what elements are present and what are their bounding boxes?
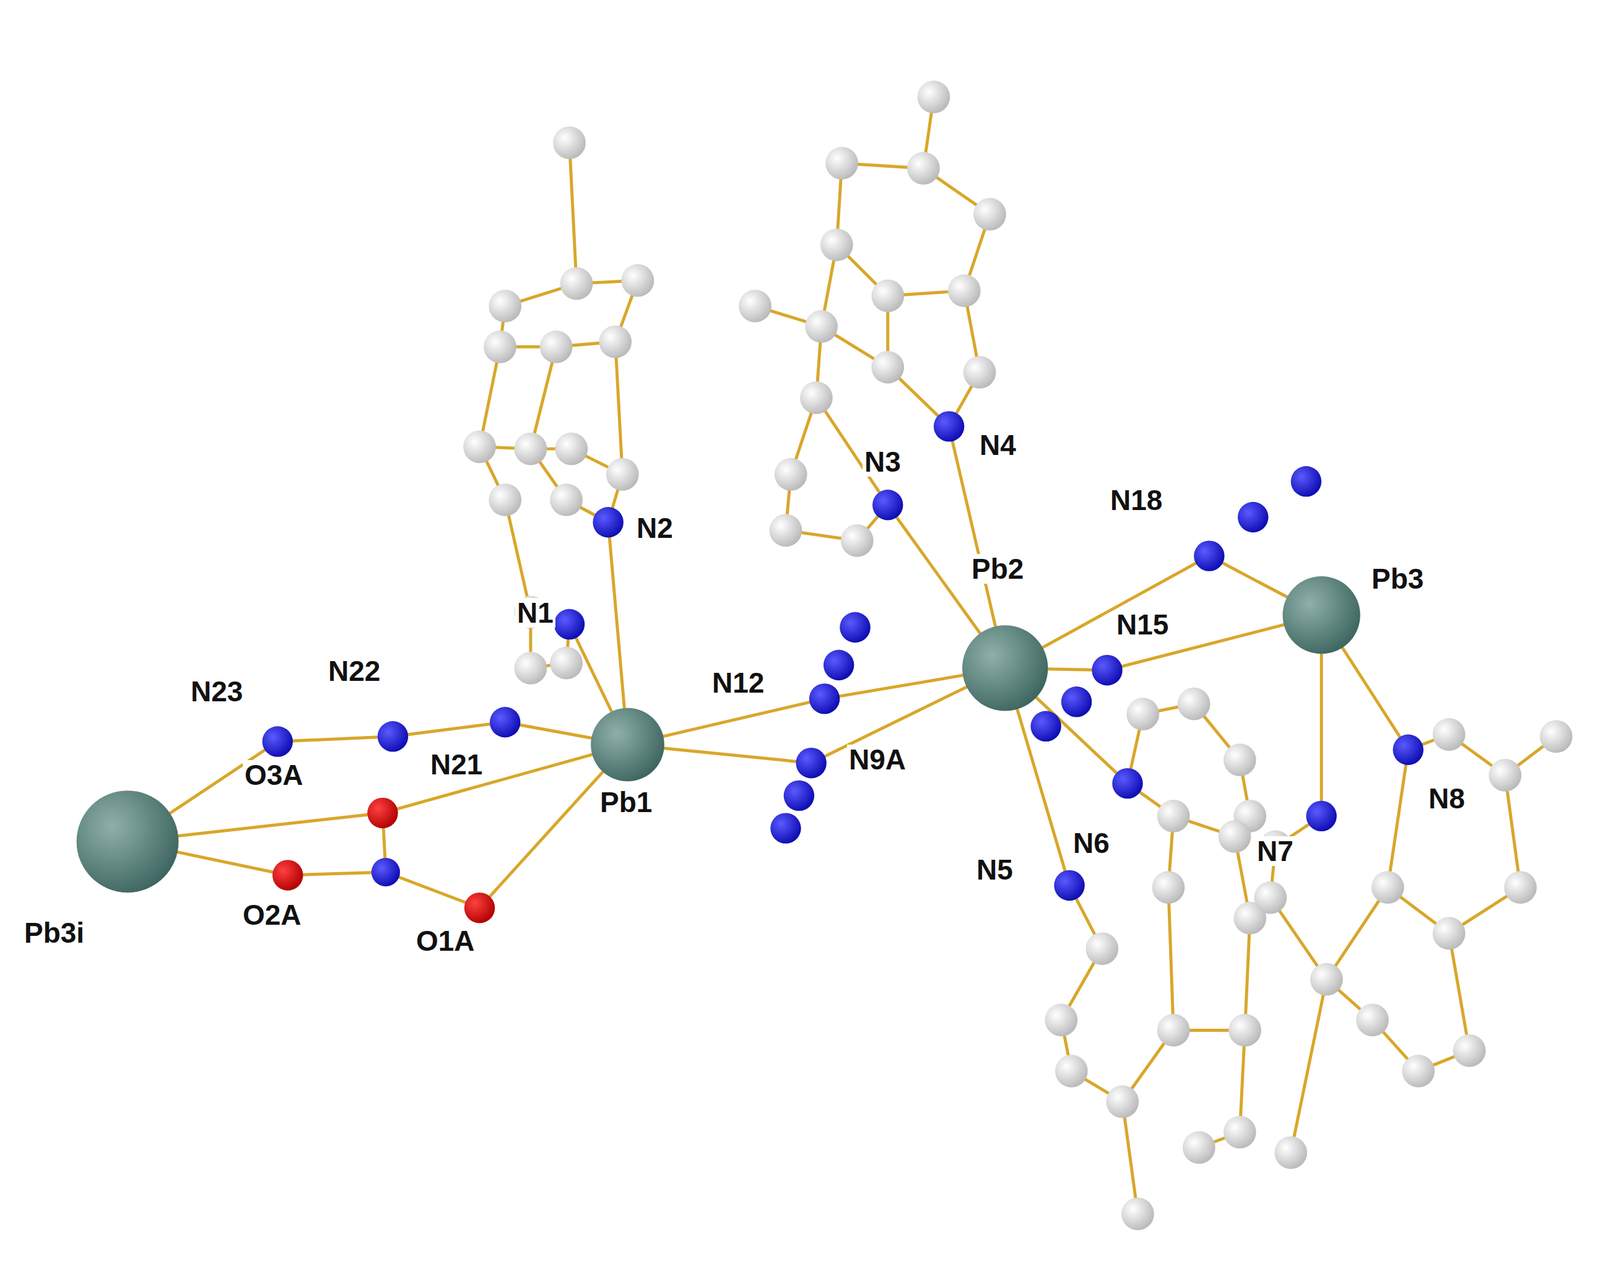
atom-label: O3A bbox=[242, 760, 306, 791]
oxygen-atoms bbox=[272, 798, 495, 924]
atom-label: N3 bbox=[862, 447, 903, 477]
atom-label: Pb3i bbox=[22, 918, 87, 948]
atom-label: N22 bbox=[326, 656, 383, 687]
atom-label: N23 bbox=[188, 676, 245, 707]
carbon-atoms bbox=[463, 80, 1573, 1231]
atom-label: Pb3 bbox=[1369, 564, 1426, 594]
atom-label: N7 bbox=[1255, 836, 1296, 867]
atom-label: Pb2 bbox=[969, 554, 1026, 584]
atom-label: N8 bbox=[1426, 783, 1467, 814]
bonds bbox=[127, 97, 1557, 1215]
nitrogen-atoms bbox=[262, 411, 1424, 901]
atom-label: N5 bbox=[974, 855, 1015, 885]
lead-atoms bbox=[76, 576, 1361, 893]
atom-label: N18 bbox=[1108, 485, 1165, 516]
atom-label: N9A bbox=[847, 744, 908, 775]
atom-label: N4 bbox=[977, 430, 1018, 461]
atom-label: N21 bbox=[428, 749, 485, 780]
atom-label: Pb1 bbox=[598, 787, 654, 818]
atom-label: N1 bbox=[515, 598, 556, 628]
atom-label: N15 bbox=[1114, 609, 1171, 640]
atom-label: N12 bbox=[710, 668, 766, 698]
atom-label: O2A bbox=[240, 900, 304, 931]
atom-label: N2 bbox=[634, 513, 675, 544]
atom-label: O1A bbox=[414, 926, 477, 957]
atom-label: N6 bbox=[1071, 828, 1112, 859]
